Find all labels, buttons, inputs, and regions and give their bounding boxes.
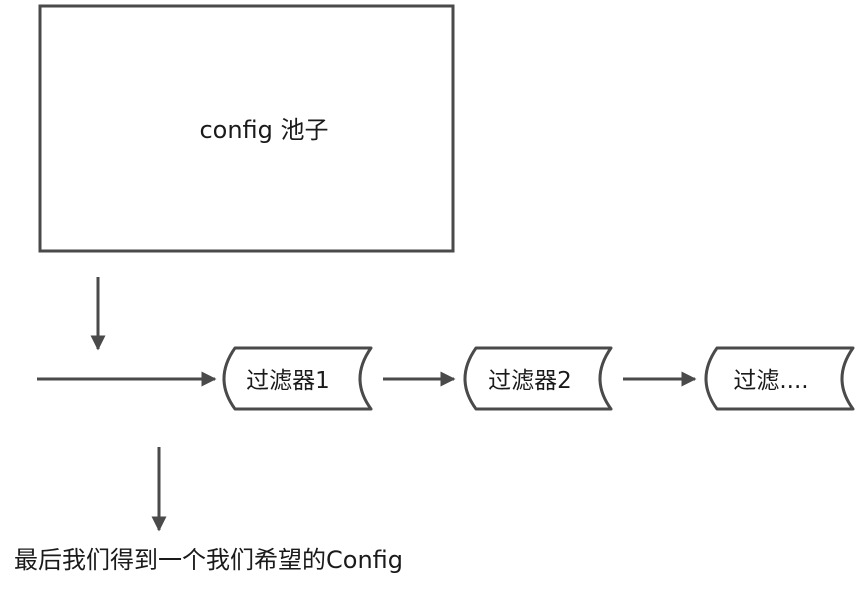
- filter-1-label: 过滤器1: [246, 368, 330, 394]
- result-label: 最后我们得到一个我们希望的Config: [14, 546, 403, 574]
- config-pool-box: [38, 4, 455, 253]
- filter-3-label: 过滤....: [733, 368, 808, 394]
- config-pool: config 池子: [38, 4, 455, 253]
- filter-2-shape: [463, 346, 613, 411]
- filter-2: 过滤器2: [463, 346, 613, 411]
- filter-1-shape: [222, 346, 373, 411]
- filter-3-shape: [704, 346, 855, 411]
- config-pool-label: config 池子: [199, 116, 328, 144]
- filter-2-label: 过滤器2: [488, 368, 572, 394]
- filter-1: 过滤器1: [222, 346, 373, 411]
- filter-3: 过滤....: [704, 346, 855, 411]
